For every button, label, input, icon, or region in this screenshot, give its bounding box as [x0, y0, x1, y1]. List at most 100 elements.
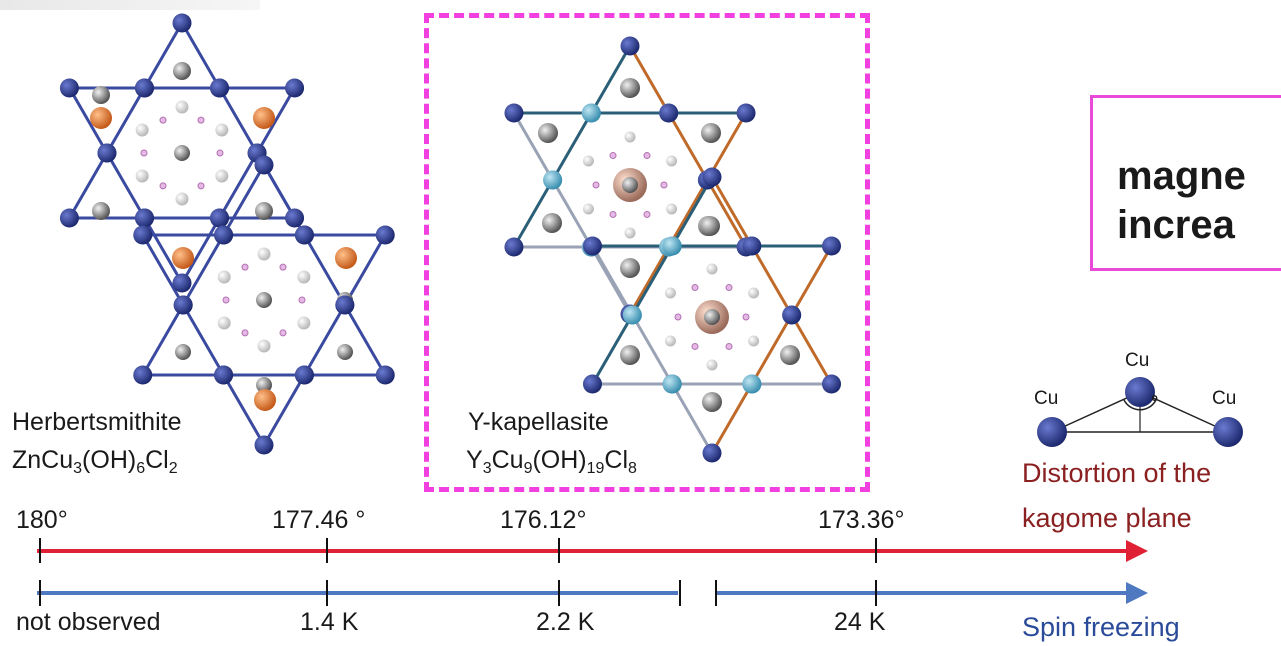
inset-cu-label-right: Cu: [1212, 388, 1237, 409]
oxygen-atom: [197, 116, 205, 124]
oxygen-atom: [609, 152, 617, 160]
oxygen-atom: [159, 116, 167, 124]
formula-part: (OH): [532, 446, 587, 474]
copper-atom: [582, 374, 602, 394]
copper-atom: [662, 374, 682, 394]
oxygen-atom: [279, 263, 287, 271]
scale-bars: [37, 538, 1148, 606]
formula-y-kapellasite: Y3Cu9(OH)19Cl8: [466, 446, 637, 478]
hydrogen-atom: [217, 316, 231, 330]
formula-subscript: 9: [523, 460, 533, 477]
copper-atom: [210, 208, 230, 228]
copper-atom: [504, 103, 524, 123]
inset-angle-mark: °: [1151, 392, 1159, 412]
copper-atom: [173, 295, 193, 315]
oxygen-atom: [691, 284, 699, 292]
chlorine-atom: [542, 213, 562, 233]
formula-subscript: 2: [168, 460, 178, 477]
copper-atom: [782, 305, 802, 325]
zinc-atom: [335, 247, 357, 269]
chlorine-atom: [700, 216, 720, 236]
formula-part: Cl: [604, 446, 629, 474]
copper-atom: [134, 208, 154, 228]
copper-atom: [822, 374, 842, 394]
freezing-axis-arrowhead: [1126, 582, 1148, 604]
copper-atom: [822, 236, 842, 256]
copper-atom: [375, 365, 395, 385]
bond-line: [591, 176, 714, 385]
hydrogen-atom: [217, 270, 231, 284]
copper-atom: [736, 103, 756, 123]
angle-tick-label-180: 180°: [16, 506, 68, 534]
formula-subscript: 3: [482, 460, 492, 477]
hydrogen-atom: [135, 123, 149, 137]
formula-subscript: 19: [586, 460, 605, 477]
freezing-tick-label-24k: 24 K: [834, 608, 886, 636]
oxygen-atom: [140, 149, 148, 157]
bond-triangle: [66, 20, 298, 220]
chlorine-atom: [704, 309, 720, 325]
formula-part: (OH): [82, 446, 137, 474]
chlorine-atom: [173, 62, 191, 80]
copper-atom: [172, 273, 192, 293]
inset-copper-atom: [1213, 417, 1243, 447]
hydrogen-atom: [706, 359, 718, 371]
formula-subscript: 8: [628, 460, 637, 477]
magnetism-note-box: magne increa: [1090, 95, 1281, 271]
copper-atom: [133, 365, 153, 385]
hydrogen-atom: [175, 100, 189, 114]
freezing-tick-label-2-2k: 2.2 K: [536, 608, 595, 636]
bond-line: [591, 245, 714, 454]
copper-atom: [294, 365, 314, 385]
bond-line: [512, 45, 632, 248]
copper-atom: [659, 103, 679, 123]
copper-atom: [742, 374, 762, 394]
copper-atom: [702, 443, 722, 463]
note-line2: increa: [1117, 203, 1235, 247]
oxygen-atom: [279, 329, 287, 337]
note-line1: magne: [1117, 154, 1246, 198]
copper-atom: [254, 435, 274, 455]
copper-atom: [581, 103, 601, 123]
formula-herbertsmithite: ZnCu3(OH)6Cl2: [12, 446, 178, 478]
hydrogen-atom: [748, 335, 760, 347]
oxygen-atom: [643, 210, 651, 218]
hydrogen-atom: [135, 169, 149, 183]
formula-subscript: 3: [73, 460, 83, 477]
oxygen-atom: [298, 296, 306, 304]
zinc-atom: [253, 107, 275, 129]
chlorine-atom: [622, 177, 638, 193]
compound-name-y-kapellasite: Y-kapellasite: [468, 408, 609, 436]
formula-subscript: 6: [136, 460, 146, 477]
chlorine-atom: [256, 377, 272, 393]
copper-atom: [214, 225, 234, 245]
chlorine-atom: [780, 345, 800, 365]
bond-line: [512, 112, 632, 315]
oxygen-atom: [159, 182, 167, 190]
copper-atom: [742, 236, 762, 256]
copper-atom: [133, 225, 153, 245]
zinc-atom: [90, 107, 112, 129]
highlight-box: [424, 13, 870, 492]
copper-atom: [335, 295, 355, 315]
hydrogen-atom: [664, 287, 676, 299]
copper-atom: [543, 170, 563, 190]
bond-triangle: [66, 86, 298, 286]
y-kapellasite-structure: [504, 36, 842, 463]
chlorine-atom: [175, 344, 191, 360]
hydrogen-atom: [257, 247, 271, 261]
copper-atom: [210, 78, 230, 98]
zinc-atom: [172, 247, 194, 269]
formula-part: Cl: [145, 446, 169, 474]
bond-angle-inset: [1037, 377, 1243, 447]
copper-atom: [622, 305, 642, 325]
chlorine-atom: [255, 202, 273, 220]
inset-cu-label-top: Cu: [1125, 350, 1150, 371]
hydrogen-atom: [257, 339, 271, 353]
oxygen-atom: [197, 182, 205, 190]
copper-atom: [172, 13, 192, 33]
hydrogen-atom: [624, 131, 636, 143]
herbertsmithite-structure: [59, 13, 395, 455]
copper-atom: [582, 236, 602, 256]
